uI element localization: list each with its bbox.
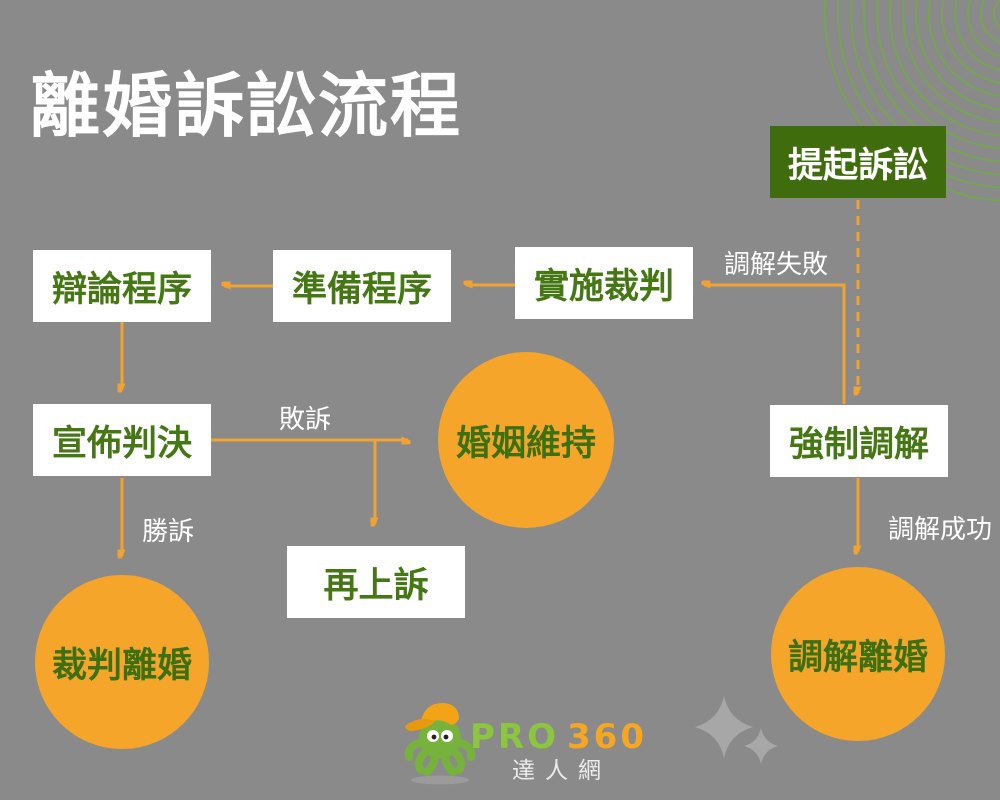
node-file-lawsuit: 提起訴訟 <box>770 126 946 198</box>
edge-label-win-case: 勝訴 <box>142 517 195 547</box>
node-conduct-trial-label: 實施裁判 <box>533 266 674 307</box>
node-appeal-again: 再上訴 <box>287 546 465 618</box>
brand-subtitle: 達人網 <box>512 758 611 784</box>
edge-label-mediation-success: 調解成功 <box>888 515 993 545</box>
concentric-rings-decoration <box>824 0 1000 202</box>
arrow-mediation-to-trial <box>704 285 846 404</box>
page-title: 離婚訴訟流程 <box>30 65 462 147</box>
node-forced-mediation-label: 強制調解 <box>788 424 929 465</box>
node-mediated-divorce-label: 調解離婚 <box>787 637 928 678</box>
node-marriage-maintained-label: 婚姻維持 <box>455 423 596 464</box>
node-judged-divorce-label: 裁判離婚 <box>51 645 192 686</box>
brand-pro: PRO <box>470 717 560 757</box>
node-forced-mediation: 強制調解 <box>770 405 948 477</box>
node-announce-judgment: 宣佈判決 <box>33 404 211 476</box>
node-file-lawsuit-label: 提起訴訟 <box>787 145 928 186</box>
brand-360: 360 <box>567 717 647 757</box>
node-mediated-divorce: 調解離婚 <box>771 567 945 741</box>
node-appeal-again-label: 再上訴 <box>323 565 429 606</box>
node-marriage-maintained: 婚姻維持 <box>438 352 614 528</box>
node-preparation-procedure-label: 準備程序 <box>291 269 432 310</box>
pro360-mascot-icon <box>404 703 476 785</box>
node-conduct-trial: 實施裁判 <box>515 247 693 319</box>
node-debate-procedure: 辯論程序 <box>33 250 211 322</box>
sparkle-icon <box>695 696 778 764</box>
edge-label-mediation-failed: 調解失敗 <box>724 250 829 280</box>
node-judged-divorce: 裁判離婚 <box>35 575 209 749</box>
node-debate-procedure-label: 辯論程序 <box>51 269 192 310</box>
node-announce-judgment-label: 宣佈判決 <box>51 423 192 464</box>
edge-label-lose-case: 敗訴 <box>279 405 332 435</box>
node-preparation-procedure: 準備程序 <box>273 250 451 322</box>
